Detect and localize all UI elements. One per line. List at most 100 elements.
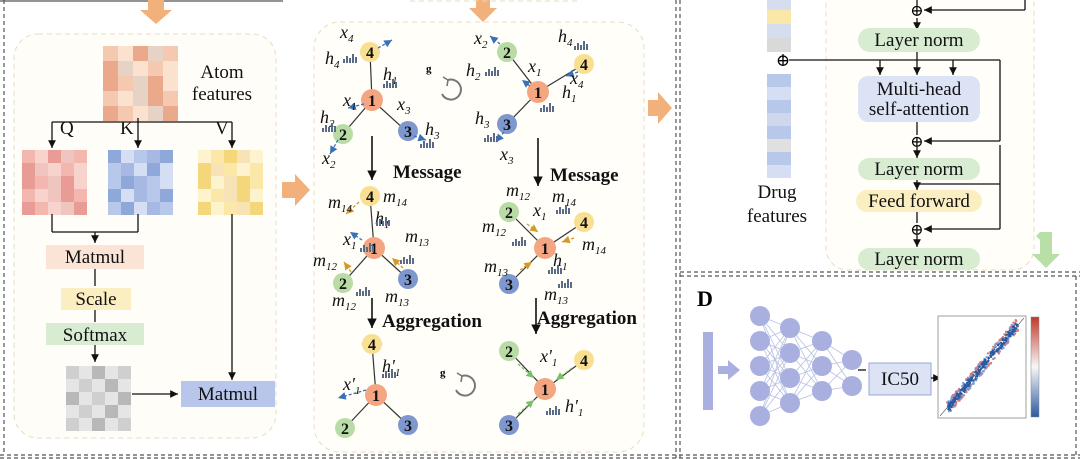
graph-node-3 [497,114,517,134]
graph-node-1 [534,237,556,259]
graph-node-label: 3 [404,418,412,435]
q-label: Q [60,118,74,139]
graph-node-4 [574,54,594,74]
graph-node-4 [360,42,380,62]
matmul-box-1 [46,245,144,269]
residual-plus-3: ⊕ [910,222,923,239]
multihead-label-2: self-attention [869,99,970,120]
neural-network [750,306,862,426]
graph-node-1 [365,384,387,406]
nn-neuron [780,318,800,338]
panel-a-attention: Atom features Q K V Matmul [13,0,277,439]
graph-node-label: 2 [339,276,347,293]
message-label-left: Message [393,162,462,183]
layer-norm-box-1 [858,28,980,52]
atom-features-label-2: features [192,84,252,105]
panel-b-dashed-box [313,21,645,453]
aggregation-label-right: Aggregation [537,308,637,329]
arrow-a-to-b [282,174,310,206]
aggregation-label-left: Aggregation [382,311,482,332]
graph-node-2 [497,42,517,62]
input-plus: ⊕ [776,51,790,70]
layer-norm-label-1: Layer norm [874,30,963,51]
drug-features-label-2: features [747,206,807,227]
graph-node-label: 1 [368,93,376,110]
input-bar [703,332,713,410]
graph-node-4 [360,186,380,206]
graph-node-4 [362,334,382,354]
nn-neuron [842,376,862,396]
ic50-box [868,362,932,396]
v-matrix [198,150,263,215]
graph-node-3 [499,415,519,435]
message-label-right: Message [550,165,619,186]
residual-plus-1: ⊕ [910,3,923,20]
layer-norm-box-3 [858,248,980,270]
layer-norm-box-2 [858,158,980,180]
panel-d-letter: D [697,286,713,311]
residual-plus-2: ⊕ [910,134,923,151]
qkv-split-lines [48,118,236,148]
matmul-label-2: Matmul [198,384,258,405]
rotation-icon [441,76,476,397]
graph-node-label: 3 [503,117,511,134]
nn-neuron [750,306,770,326]
k-matrix [108,150,173,215]
arrow-c-to-d [1032,232,1060,268]
atom-features-matrix [103,46,178,121]
graph-node-label: 4 [580,353,588,370]
graph-node-label: 2 [503,45,511,62]
attention-weights-matrix [66,366,131,431]
feed-forward-box [856,190,982,212]
nn-neuron [750,381,770,401]
step-arrows [367,136,543,334]
input-arrow-down-b [469,0,497,22]
input-arrow [718,360,740,380]
graph-node-2 [335,418,355,438]
nn-neuron [812,356,832,376]
nn-neuron [780,393,800,413]
rotation-g-label: g [426,63,432,75]
graph-node-label: 4 [580,215,588,232]
nn-neuron [780,343,800,363]
matmul-label-1: Matmul [65,247,125,268]
graph-node-label: 1 [372,388,380,405]
graph-node-label: 2 [505,344,513,361]
ic50-label: IC50 [881,369,919,390]
graph-node-label: 3 [404,124,412,141]
graph-node-label: 4 [366,189,374,206]
graph-node-label: 2 [339,127,347,144]
panel-c-transformer: Drug features ⊕ ⊕ ⊕ ⊕ [747,0,1060,271]
graph-node-label: 4 [366,45,374,62]
graph-node-4 [574,212,594,232]
multihead-attention-box [858,76,980,122]
graph-node-3 [398,415,418,435]
graph-node-1 [527,81,549,103]
graph-node-1 [534,378,556,400]
arrow-b-to-c [648,92,672,124]
rotation-g-label-2: g [440,367,446,379]
graph-node-label: 1 [541,382,549,399]
nn-neuron [750,356,770,376]
scale-label: Scale [75,289,116,310]
matmul-box-2 [181,381,275,407]
nn-neuron [750,406,770,426]
scale-box [61,288,131,310]
drug-features-vector [767,0,791,178]
layer-norm-label-2: Layer norm [874,159,963,180]
drug-features-label: Drug [757,182,797,203]
multihead-label-1: Multi-head [877,79,962,100]
feed-forward-label: Feed forward [868,191,970,212]
encoder-connectors [782,0,1026,247]
graph-node-3 [398,269,418,289]
v-label: V [215,118,229,139]
scatter-plot [937,315,1040,419]
graph-node-label: 4 [368,337,376,354]
k-label: K [120,118,134,139]
graph-node-2 [333,124,353,144]
nn-neuron [750,331,770,351]
nn-neuron [812,331,832,351]
graph-node-1 [361,89,383,111]
